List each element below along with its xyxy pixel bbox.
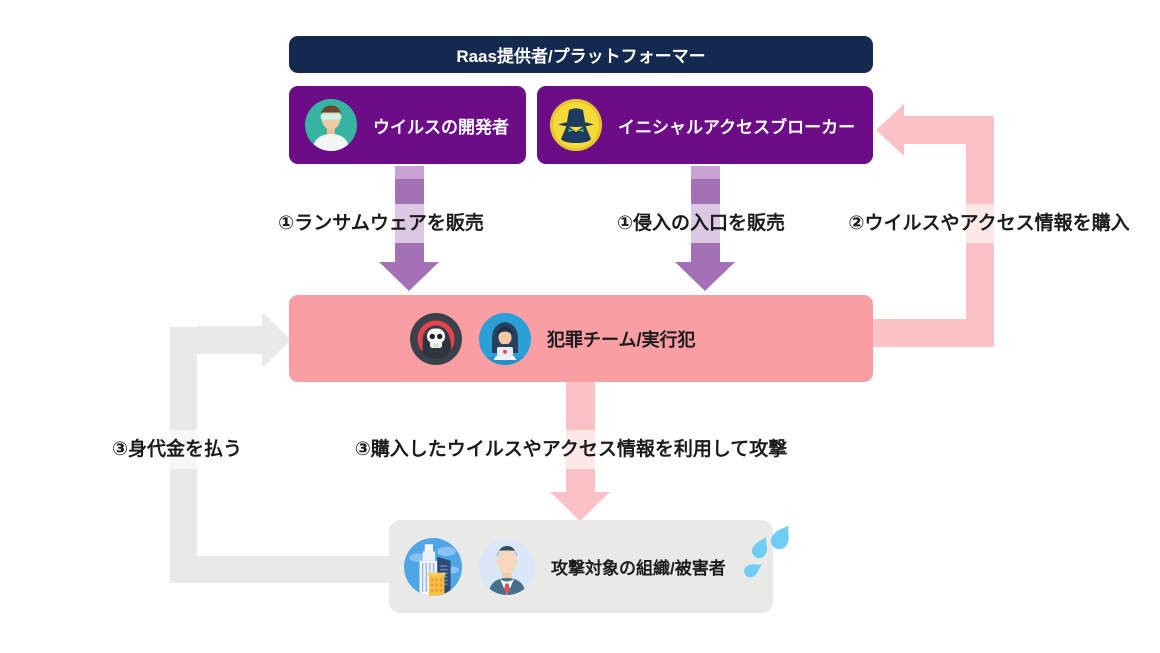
virus-developer-label: ウイルスの開発者 — [373, 117, 509, 137]
sell-ransomware-arrowhead — [379, 262, 439, 291]
attack-label: ③購入したウイルスやアクセス情報を利用して攻撃 — [354, 439, 788, 460]
initial-access-broker-box: イニシャルアクセスブローカー — [537, 86, 873, 164]
pay-ransom-arrowhead — [262, 312, 291, 368]
virus-developer-box: ウイルスの開発者 — [289, 86, 526, 164]
pay-ransom-arrow-bottom-arm — [170, 556, 390, 583]
label-band-row2 — [0, 430, 1160, 469]
pay-ransom-arrow-top-arm — [197, 326, 262, 354]
pay-ransom-label: ③身代金を払う — [111, 439, 243, 460]
sweat-drops-icon — [740, 522, 804, 595]
sell-entry-arrow-stub — [691, 166, 720, 179]
sell-entry-label: ①侵入の入口を販売 — [616, 213, 786, 234]
crime-team-label: 犯罪チーム/実行犯 — [547, 329, 696, 350]
attack-arrowhead — [550, 492, 610, 521]
businessman-icon — [479, 538, 535, 595]
spy-icon — [550, 99, 602, 151]
raas-provider-header: Raas提供者/プラットフォーマー — [289, 36, 873, 73]
grim-reaper-icon — [410, 312, 462, 365]
purchase-info-arrowhead — [876, 104, 904, 156]
raas-provider-label: Raas提供者/プラットフォーマー — [456, 47, 706, 66]
sell-ransomware-label: ①ランサムウェアを販売 — [278, 213, 484, 234]
crime-team-box: 犯罪チーム/実行犯 — [289, 295, 873, 382]
label-band-row1 — [0, 204, 1160, 243]
city-buildings-icon — [404, 537, 462, 596]
hacker-icon — [479, 312, 531, 365]
sell-entry-arrowhead — [675, 262, 735, 291]
sell-ransomware-arrow-stub — [395, 166, 424, 179]
developer-avatar-icon — [305, 99, 357, 151]
purchase-info-label: ②ウイルスやアクセス情報を購入 — [848, 213, 1130, 234]
purchase-info-arrow-top-arm — [904, 116, 966, 144]
initial-access-broker-label: イニシャルアクセスブローカー — [618, 117, 856, 137]
victim-label: 攻撃対象の組織/被害者 — [551, 559, 726, 578]
victim-box: 攻撃対象の組織/被害者 — [389, 520, 773, 613]
